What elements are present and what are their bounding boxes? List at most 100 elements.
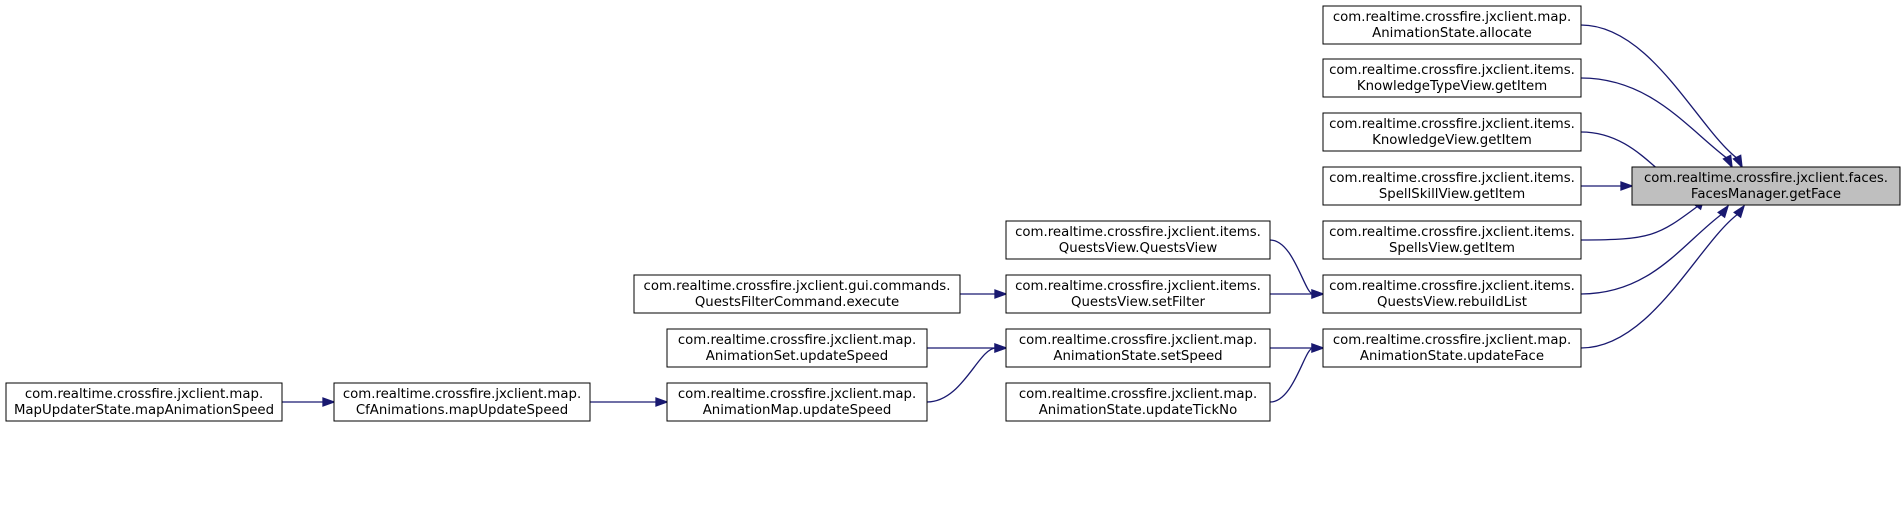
arrowhead-icon [322,397,336,407]
edge-line [1580,213,1723,295]
node-label-member: QuestsFilterCommand.execute [695,295,899,310]
node-execute[interactable]: com.realtime.crossfire.jxclient.gui.comm… [633,274,961,314]
node-ss_getitem[interactable]: com.realtime.crossfire.jxclient.items.Sp… [1322,166,1582,206]
edge-allocate-to-getface [1580,24,1743,169]
node-label-member: KnowledgeView.getItem [1372,133,1532,148]
arrowhead-icon [1732,154,1743,169]
node-setfilter[interactable]: com.realtime.crossfire.jxclient.items.Qu… [1005,274,1271,314]
node-label-package: com.realtime.crossfire.jxclient.map. [1019,333,1257,348]
node-label-package: com.realtime.crossfire.jxclient.map. [343,387,581,402]
node-getface[interactable]: com.realtime.crossfire.jxclient.faces.Fa… [1631,166,1901,206]
node-box [1322,274,1582,314]
node-label-package: com.realtime.crossfire.jxclient.faces. [1644,171,1888,186]
node-label-package: com.realtime.crossfire.jxclient.items. [1015,225,1261,240]
node-animmap_updatespeed[interactable]: com.realtime.crossfire.jxclient.map.Anim… [666,382,928,422]
node-label-package: com.realtime.crossfire.jxclient.map. [1333,10,1571,25]
node-label-member: AnimationState.updateTickNo [1039,403,1238,418]
node-label-package: com.realtime.crossfire.jxclient.map. [25,387,263,402]
edge-line [1580,77,1729,160]
edge-setfilter-to-rebuildlist [1270,289,1325,299]
edge-animmap_updatespeed-to-setspeed [926,343,1008,403]
arrowhead-icon [1311,289,1325,299]
nodes-layer: com.realtime.crossfire.jxclient.faces.Fa… [5,5,1901,422]
edge-mapupdatespeed-to-animmap_updatespeed [590,397,669,407]
edge-line [1269,347,1314,403]
node-label-package: com.realtime.crossfire.jxclient.gui.comm… [644,279,951,294]
node-box [1005,328,1271,368]
node-updateface[interactable]: com.realtime.crossfire.jxclient.map.Anim… [1322,328,1582,368]
edge-line [1580,205,1699,241]
arrowhead-icon [1722,154,1733,169]
node-label-member: QuestsView.QuestsView [1059,241,1218,256]
node-label-package: com.realtime.crossfire.jxclient.items. [1015,279,1261,294]
node-label-package: com.realtime.crossfire.jxclient.items. [1329,171,1575,186]
node-label-package: com.realtime.crossfire.jxclient.map. [1333,333,1571,348]
arrowhead-icon [1717,204,1730,219]
node-box [666,328,928,368]
node-label-member: SpellsView.getItem [1389,241,1515,256]
node-label-member: QuestsView.setFilter [1071,295,1205,310]
edge-line [926,347,997,403]
node-k_getitem[interactable]: com.realtime.crossfire.jxclient.items.Kn… [1322,112,1582,152]
node-rebuildlist[interactable]: com.realtime.crossfire.jxclient.items.Qu… [1322,274,1582,314]
node-label-package: com.realtime.crossfire.jxclient.items. [1329,279,1575,294]
node-box [633,274,961,314]
node-box [1322,166,1582,206]
node-label-member: QuestsView.rebuildList [1377,295,1527,310]
node-box [1322,58,1582,98]
node-box [1005,382,1271,422]
node-label-member: AnimationState.updateFace [1360,349,1544,364]
arrowhead-icon [1620,181,1634,191]
node-label-member: CfAnimations.mapUpdateSpeed [356,403,568,418]
arrowhead-icon [994,289,1008,299]
node-box [1322,5,1582,45]
edge-updateface-to-getface [1580,204,1746,349]
node-label-package: com.realtime.crossfire.jxclient.items. [1329,225,1575,240]
node-box [5,382,283,422]
node-box [1005,220,1271,260]
node-box [1631,166,1901,206]
node-mapanimationspeed[interactable]: com.realtime.crossfire.jxclient.map.MapU… [5,382,283,422]
edge-mapanimationspeed-to-mapupdatespeed [282,397,336,407]
node-label-package: com.realtime.crossfire.jxclient.map. [678,387,916,402]
arrowhead-icon [1311,343,1325,353]
node-label-member: AnimationSet.updateSpeed [706,349,888,364]
edge-rebuildlist-to-getface [1580,204,1730,295]
node-label-member: MapUpdaterState.mapAnimationSpeed [14,403,274,418]
node-box [666,382,928,422]
node-box [1322,220,1582,260]
edge-updatetickno-to-updateface [1269,343,1325,403]
edge-execute-to-setfilter [960,289,1008,299]
node-questsview[interactable]: com.realtime.crossfire.jxclient.items.Qu… [1005,220,1271,260]
edge-ss_getitem-to-getface [1581,181,1634,191]
edge-line [1269,239,1314,295]
node-allocate[interactable]: com.realtime.crossfire.jxclient.map.Anim… [1322,5,1582,45]
node-label-member: AnimationState.setSpeed [1053,349,1222,364]
node-label-package: com.realtime.crossfire.jxclient.items. [1329,63,1575,78]
node-box [333,382,591,422]
node-label-member: SpellSkillView.getItem [1379,187,1525,202]
node-box [1322,112,1582,152]
edge-line [1580,213,1739,349]
node-updatetickno[interactable]: com.realtime.crossfire.jxclient.map.Anim… [1005,382,1271,422]
node-label-package: com.realtime.crossfire.jxclient.items. [1329,117,1575,132]
node-label-package: com.realtime.crossfire.jxclient.map. [1019,387,1257,402]
node-animset_updatespeed[interactable]: com.realtime.crossfire.jxclient.map.Anim… [666,328,928,368]
node-kt_getitem[interactable]: com.realtime.crossfire.jxclient.items.Kn… [1322,58,1582,98]
node-s_getitem[interactable]: com.realtime.crossfire.jxclient.items.Sp… [1322,220,1582,260]
node-label-package: com.realtime.crossfire.jxclient.map. [678,333,916,348]
node-mapupdatespeed[interactable]: com.realtime.crossfire.jxclient.map.CfAn… [333,382,591,422]
node-box [1322,328,1582,368]
node-label-member: AnimationMap.updateSpeed [703,403,892,418]
node-label-member: FacesManager.getFace [1691,187,1841,202]
arrowhead-icon [1733,204,1746,219]
node-label-member: KnowledgeTypeView.getItem [1357,79,1547,94]
arrowhead-icon [655,397,669,407]
node-setspeed[interactable]: com.realtime.crossfire.jxclient.map.Anim… [1005,328,1271,368]
edge-kt_getitem-to-getface [1580,77,1733,169]
edge-line [1580,24,1739,160]
node-label-member: AnimationState.allocate [1372,26,1532,41]
arrowhead-icon [994,343,1008,353]
node-box [1005,274,1271,314]
